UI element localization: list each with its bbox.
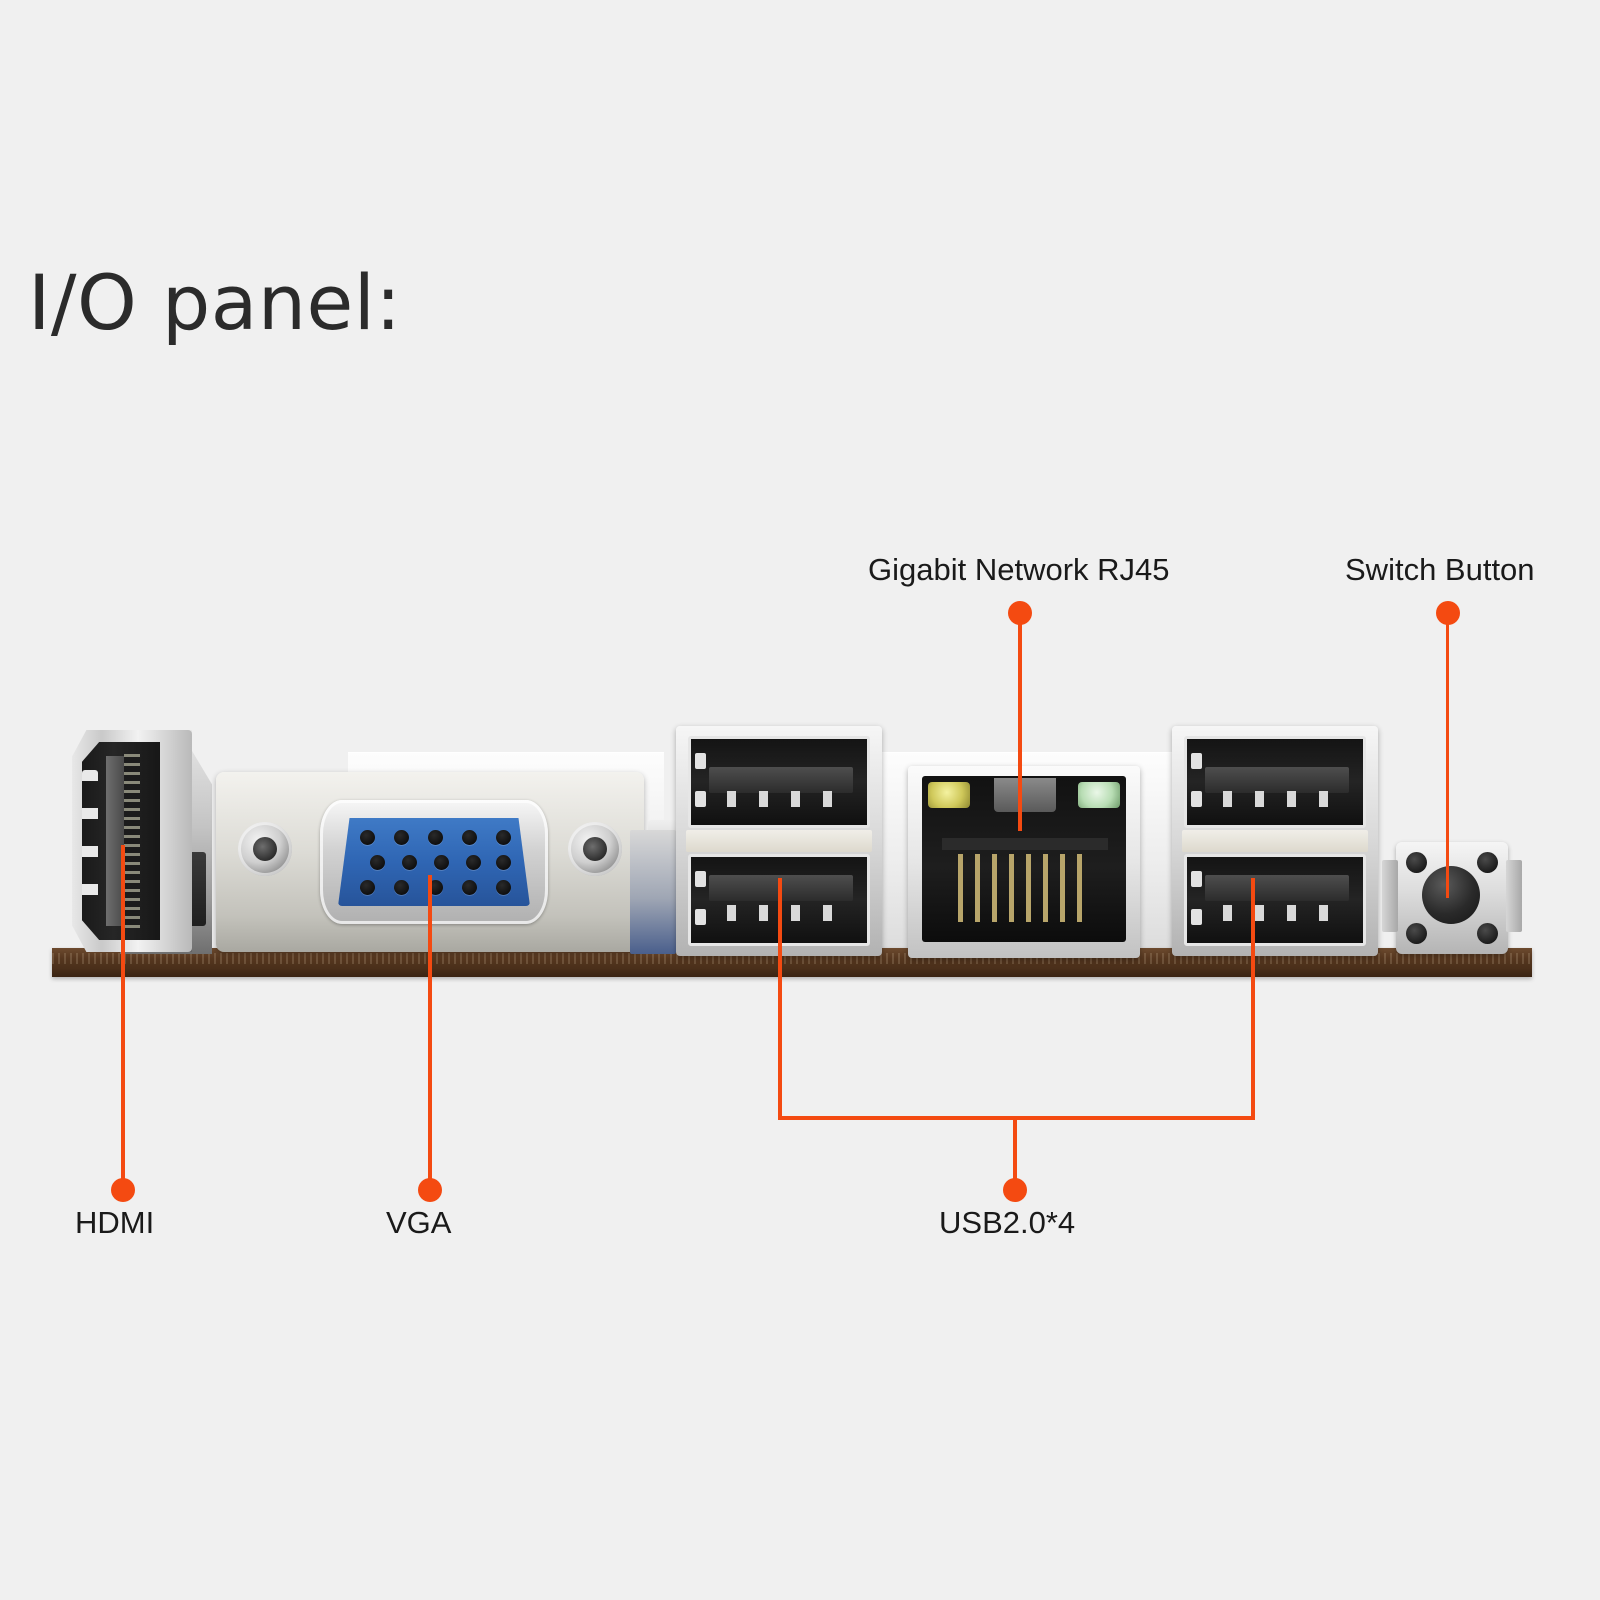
usb-tongue (709, 767, 853, 793)
usb-stack-divider (1182, 830, 1368, 852)
rj45-cavity (922, 776, 1126, 942)
usb-contacts (727, 905, 847, 921)
usb-side-tab (1191, 791, 1202, 807)
callout-usb-line-drop (1013, 1116, 1017, 1182)
hdmi-pins (124, 754, 140, 928)
vga-pin (394, 830, 409, 845)
callout-usb-line-right (1251, 878, 1255, 1120)
vga-screw-left-icon (238, 822, 292, 876)
callout-vga-label: VGA (386, 1205, 452, 1240)
usb-port[interactable] (1184, 736, 1366, 828)
usb-side-tab (695, 791, 706, 807)
usb-side-tab (695, 871, 706, 887)
callout-hdmi-dot (111, 1178, 135, 1202)
page-title: I/O panel: (28, 258, 402, 347)
usb-side-tab (695, 909, 706, 925)
usb-tongue (1205, 875, 1349, 901)
vga-pin (466, 855, 481, 870)
hdmi-notches (82, 770, 98, 916)
usb-port[interactable] (688, 736, 870, 828)
callout-hdmi-label: HDMI (75, 1205, 155, 1240)
vga-pin (462, 880, 477, 895)
callout-vga-dot (418, 1178, 442, 1202)
usb-port[interactable] (1184, 854, 1366, 946)
vga-dsub-blue (338, 818, 530, 906)
switch-corner-pin (1406, 923, 1427, 944)
callout-usb-dot (1003, 1178, 1027, 1202)
switch-corner-pin (1477, 923, 1498, 944)
callout-switch-line (1446, 613, 1449, 898)
vga-pin (360, 830, 375, 845)
usb-side-tab (1191, 753, 1202, 769)
rj45-shelf (942, 838, 1108, 850)
rj45-contacts (958, 854, 1092, 922)
vga-pin (496, 855, 511, 870)
vga-screw-right-icon (568, 822, 622, 876)
hdmi-port[interactable] (72, 730, 192, 952)
rj45-clip-notch (994, 778, 1056, 812)
vga-pin (434, 855, 449, 870)
power-switch-button[interactable] (1382, 842, 1522, 954)
usb-port[interactable] (688, 854, 870, 946)
usb-port-stack-right[interactable] (1172, 726, 1378, 956)
usb-tongue (1205, 767, 1349, 793)
vga-pin (428, 830, 443, 845)
switch-corner-pin (1406, 852, 1427, 873)
usb-side-tab (1191, 909, 1202, 925)
rj45-ethernet-port[interactable] (908, 766, 1140, 958)
usb-contacts (1223, 791, 1343, 807)
vga-pin (370, 855, 385, 870)
usb-stack-divider (686, 830, 872, 852)
usb-port-stack-left[interactable] (676, 726, 882, 956)
callout-rj45-line (1018, 613, 1022, 831)
switch-mount-tab-left (1382, 860, 1398, 932)
rj45-led-amber-icon (928, 782, 970, 808)
usb-side-tab (695, 753, 706, 769)
usb-side-tab (1191, 871, 1202, 887)
callout-hdmi-line (121, 845, 125, 1190)
vga-pin (496, 880, 511, 895)
usb-contacts (727, 791, 847, 807)
callout-usb-label: USB2.0*4 (939, 1205, 1076, 1240)
vga-dsub-frame (320, 800, 548, 924)
callout-usb-line-left (778, 878, 782, 1120)
usb-contacts (1223, 905, 1343, 921)
callout-switch-label: Switch Button (1345, 552, 1535, 587)
vga-pin (462, 830, 477, 845)
board-component-blue (630, 830, 676, 954)
vga-pin (402, 855, 417, 870)
vga-pin (360, 880, 375, 895)
switch-cap (1422, 866, 1480, 924)
vga-pin (394, 880, 409, 895)
callout-rj45-label: Gigabit Network RJ45 (868, 552, 1170, 587)
hdmi-tongue (106, 756, 124, 926)
vga-pin (496, 830, 511, 845)
rj45-led-green-icon (1078, 782, 1120, 808)
switch-mount-tab-right (1506, 860, 1522, 932)
callout-vga-line (428, 875, 432, 1190)
switch-corner-pin (1477, 852, 1498, 873)
